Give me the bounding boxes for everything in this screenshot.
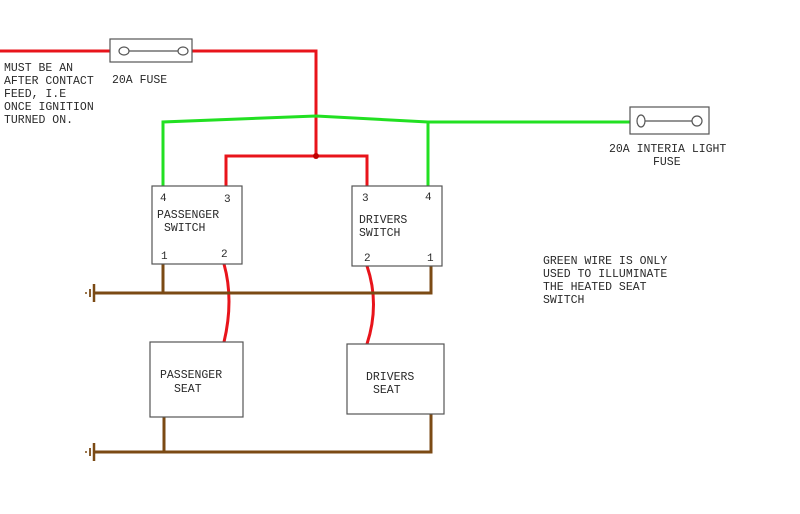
passenger-seat-label-line2: SEAT: [174, 383, 202, 396]
drivers-switch-label-line2: SWITCH: [359, 227, 400, 240]
main-fuse-label: 20A FUSE: [112, 74, 167, 87]
pin-4: 4: [425, 192, 432, 204]
drivers-switch-label-line1: DRIVERS: [359, 214, 407, 227]
passenger-seat: PASSENGER SEAT: [149, 341, 244, 418]
pin-3: 3: [224, 194, 231, 206]
fuse-terminal-icon: [177, 46, 189, 56]
pin-1: 1: [161, 251, 168, 263]
drivers-switch-to-seat-wire: [365, 265, 375, 345]
fuse-terminal-icon: [636, 114, 646, 128]
interior-fuse-label-line2: FUSE: [653, 156, 681, 169]
pin-2: 2: [221, 249, 228, 261]
main-fuse: [109, 38, 193, 63]
svg-text:SWITCH: SWITCH: [543, 294, 584, 307]
drivers-switch: 3 4 DRIVERS SWITCH 2 1: [351, 185, 443, 267]
pin-3: 3: [362, 193, 369, 205]
svg-text:AFTER CONTACT: AFTER CONTACT: [4, 75, 94, 88]
drivers-seat: DRIVERS SEAT: [346, 343, 445, 415]
green-wire-note: GREEN WIRE IS ONLY USED TO ILLUMINATE TH…: [543, 255, 667, 307]
interior-fuse-label-line1: 20A INTERIA LIGHT: [609, 143, 726, 156]
pin-2: 2: [364, 253, 371, 265]
svg-text:ONCE IGNITION: ONCE IGNITION: [4, 101, 94, 114]
svg-text:FEED, I.E: FEED, I.E: [4, 88, 66, 101]
illumination-wire: [161, 114, 630, 186]
svg-text:USED TO ILLUMINATE: USED TO ILLUMINATE: [543, 268, 667, 281]
fuse-terminal-icon: [691, 115, 703, 127]
fuse-terminal-icon: [118, 46, 130, 56]
ground-icon: [85, 443, 96, 461]
drivers-seat-label-line1: DRIVERS: [366, 371, 414, 384]
passenger-switch-label-line2: SWITCH: [164, 222, 205, 235]
pin-4: 4: [160, 193, 167, 205]
pin-1: 1: [427, 253, 434, 265]
passenger-switch: 4 3 PASSENGER SWITCH 1 2: [151, 185, 243, 265]
svg-text:MUST BE AN: MUST BE AN: [4, 62, 73, 75]
ground-wire-seats: [94, 414, 433, 454]
drivers-seat-label-line2: SEAT: [373, 384, 401, 397]
svg-text:THE HEATED SEAT: THE HEATED SEAT: [543, 281, 647, 294]
svg-text:TURNED ON.: TURNED ON.: [4, 114, 73, 127]
passenger-seat-label-line1: PASSENGER: [160, 369, 222, 382]
feed-wire: [0, 49, 375, 345]
junction-dot: [313, 153, 319, 159]
passenger-switch-label-line1: PASSENGER: [157, 209, 219, 222]
ground-icon: [85, 284, 96, 302]
ground-wire-switches: [94, 264, 433, 295]
svg-text:GREEN WIRE IS ONLY: GREEN WIRE IS ONLY: [543, 255, 667, 268]
passenger-switch-to-seat-wire: [222, 263, 231, 343]
feed-note: MUST BE AN AFTER CONTACT FEED, I.E ONCE …: [4, 62, 94, 127]
interior-light-fuse: [629, 106, 710, 135]
